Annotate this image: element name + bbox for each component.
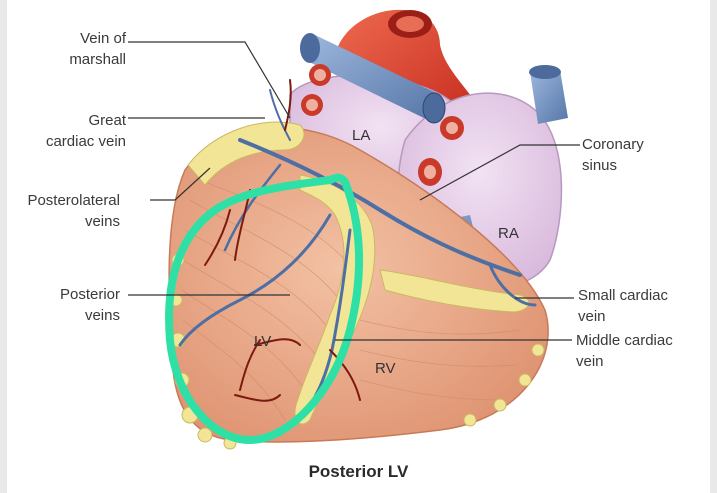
label-coronary-sinus: Coronary sinus (582, 134, 644, 176)
label-posterior-veins: Posterior veins (60, 284, 120, 326)
chamber-label-la: LA (352, 127, 370, 144)
figure-caption: Posterior LV (0, 462, 717, 482)
label-vein-of-marshall: Vein of marshall (69, 28, 126, 70)
label-middle-cardiac-vein: Middle cardiac vein (576, 330, 710, 372)
chamber-label-ra: RA (498, 225, 519, 242)
label-small-cardiac-vein: Small cardiac vein (578, 285, 710, 327)
label-posterolateral-veins: Posterolateral veins (27, 190, 120, 232)
chamber-label-rv: RV (375, 360, 396, 377)
label-great-cardiac-vein: Great cardiac vein (46, 110, 126, 152)
chamber-label-lv: LV (254, 333, 271, 350)
